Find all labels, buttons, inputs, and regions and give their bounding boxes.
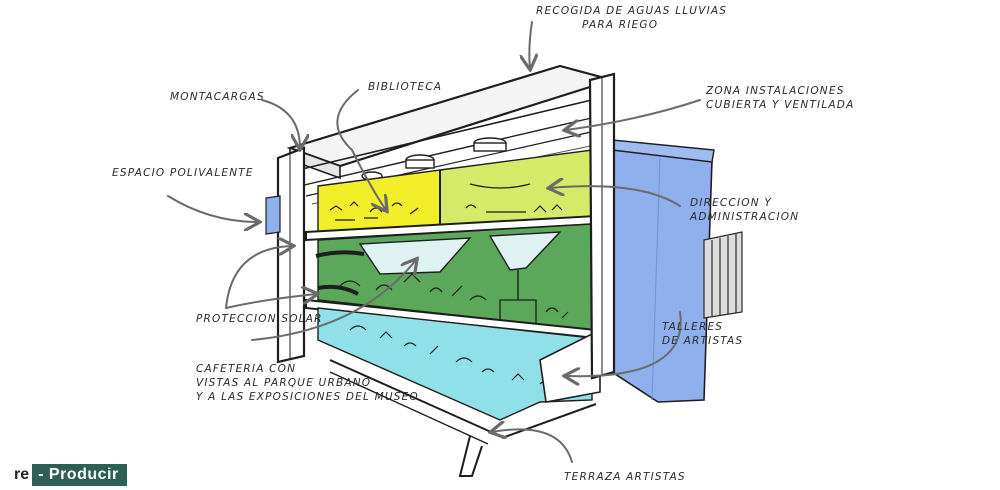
label-freight-elevator: MONTACARGAS: [170, 91, 265, 103]
roof-equipment: [361, 137, 507, 181]
annotation-arrows: [167, 21, 701, 463]
label-artist-workshops: TALLERES DE ARTISTAS: [662, 321, 744, 347]
terrace-base: [329, 359, 597, 477]
label-administration: DIRECCION Y ADMINISTRACION: [690, 197, 800, 223]
brand-logo: re - Producir: [14, 464, 127, 486]
right-column: [588, 72, 616, 380]
label-rain-water-collection: RECOGIDA DE AGUAS LLUVIAS PARA RIEGO: [536, 5, 728, 31]
label-multipurpose-space: ESPACIO POLIVALENTE: [112, 167, 254, 179]
left-column: [265, 146, 306, 364]
blue-facade-volume: [607, 139, 715, 403]
label-sun-protection: PROTECCION SOLAR: [196, 313, 323, 325]
brand-name: - Producir: [32, 464, 127, 486]
brand-prefix: re: [14, 464, 33, 486]
label-roof-installations: ZONA INSTALACIONES CUBIERTA Y VENTILADA: [706, 85, 855, 111]
label-artist-terrace: TERRAZA ARTISTAS: [564, 471, 686, 483]
label-cafeteria: CAFETERIA CON VISTAS AL PARQUE URBANO Y …: [196, 363, 419, 403]
side-cladding: [703, 231, 743, 319]
label-library: BIBLIOTECA: [368, 81, 443, 93]
